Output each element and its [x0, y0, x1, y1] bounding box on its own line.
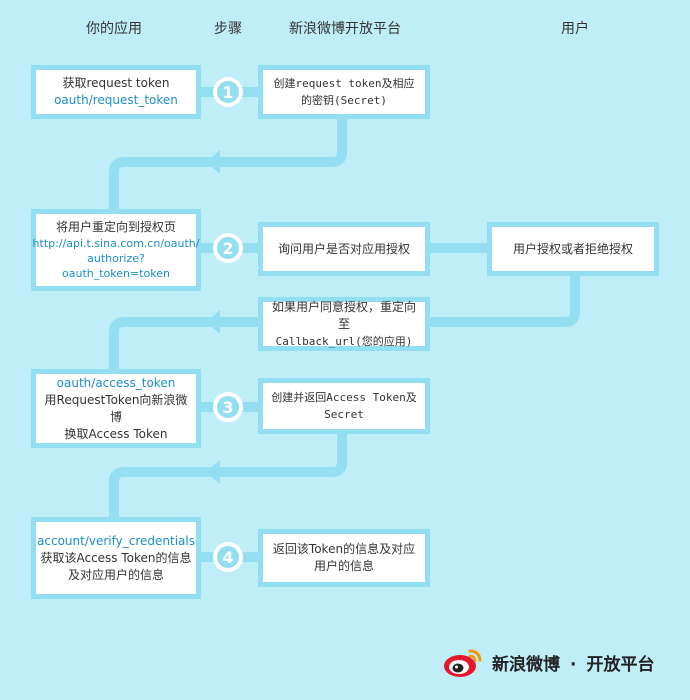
platform-step1-line2: 的密钥(Secret) [301, 94, 387, 107]
app-step2-line1: 将用户重定向到授权页 [55, 220, 176, 234]
callback-step2-line2: Callback_url(您的应用) [275, 334, 413, 348]
platform-step4-line2: 用户的信息 [313, 559, 374, 573]
step-badge-2: 2 [213, 233, 243, 263]
app-step2-line2: http://api.t.sina.com.cn/oauth/ [32, 237, 200, 250]
weibo-logo: 新浪微博 · 开放平台 [442, 645, 654, 679]
step-badge-1: 1 [213, 77, 243, 107]
app-step4-line3: 及对应用户的信息 [67, 567, 164, 582]
platform-step3-line2: Secret [324, 408, 364, 421]
logo-brand: 新浪微博 [492, 654, 560, 675]
header-your-app: 你的应用 [86, 21, 142, 37]
app-box-step1: 获取request token oauth/request_token [31, 65, 201, 119]
app-step4-line2: 获取该Access Token的信息 [40, 550, 192, 565]
arrowhead-step2 [206, 310, 220, 334]
platform-step1-line1: 创建request token及相应 [273, 77, 415, 90]
step-badge-3: 3 [213, 392, 243, 422]
platform-step3-line1: 创建并返回Access Token及 [271, 391, 417, 404]
user-step2-line1: 用户授权或者拒绝授权 [512, 241, 633, 256]
header-user: 用户 [561, 21, 589, 37]
platform-box-step4: 返回该Token的信息及对应 用户的信息 [258, 529, 430, 587]
weibo-eye-icon [444, 649, 482, 677]
app-step2-line3: authorize?oauth_token=token [62, 252, 170, 280]
platform-step2-line1: 询问用户是否对应用授权 [277, 241, 410, 256]
app-box-step3: oauth/access_token 用RequestToken向新浪微博 换取… [31, 369, 201, 448]
callback-step2-line1: 如果用户同意授权，重定向至 [271, 299, 416, 331]
connector-step2-callback [428, 276, 580, 327]
header-platform: 新浪微博开放平台 [289, 21, 401, 37]
connector-step3-return [109, 432, 347, 520]
arrowhead-step3 [206, 460, 220, 484]
logo-separator: · [570, 654, 577, 675]
app-step4-line1: account/verify_credentials [37, 533, 195, 548]
app-step1-line2: oauth/request_token [54, 93, 178, 107]
connector-step2-return [109, 317, 258, 372]
platform-box-step2: 询问用户是否对应用授权 [258, 222, 430, 276]
platform-step4-line1: 返回该Token的信息及对应 [272, 542, 416, 556]
header-steps: 步骤 [214, 21, 242, 37]
callback-box-step2: 如果用户同意授权，重定向至 Callback_url(您的应用) [258, 297, 430, 351]
app-box-step4: account/verify_credentials 获取该Access Tok… [31, 517, 201, 599]
app-step3-line2: 用RequestToken向新浪微博 [44, 392, 188, 424]
platform-box-step3: 创建并返回Access Token及 Secret [258, 378, 430, 434]
platform-box-step1: 创建request token及相应 的密钥(Secret) [258, 65, 430, 119]
step-badge-4: 4 [213, 542, 243, 572]
app-step3-line1: oauth/access_token [56, 375, 176, 390]
user-box-step2: 用户授权或者拒绝授权 [487, 222, 659, 276]
app-step1-line1: 获取request token [62, 76, 170, 90]
arrowhead-step1 [206, 150, 220, 174]
app-step3-line3: 换取Access Token [64, 426, 168, 441]
connector-step1-return [109, 118, 347, 212]
logo-platform: 开放平台 [586, 654, 655, 675]
app-box-step2: 将用户重定向到授权页 http://api.t.sina.com.cn/oaut… [31, 209, 201, 291]
